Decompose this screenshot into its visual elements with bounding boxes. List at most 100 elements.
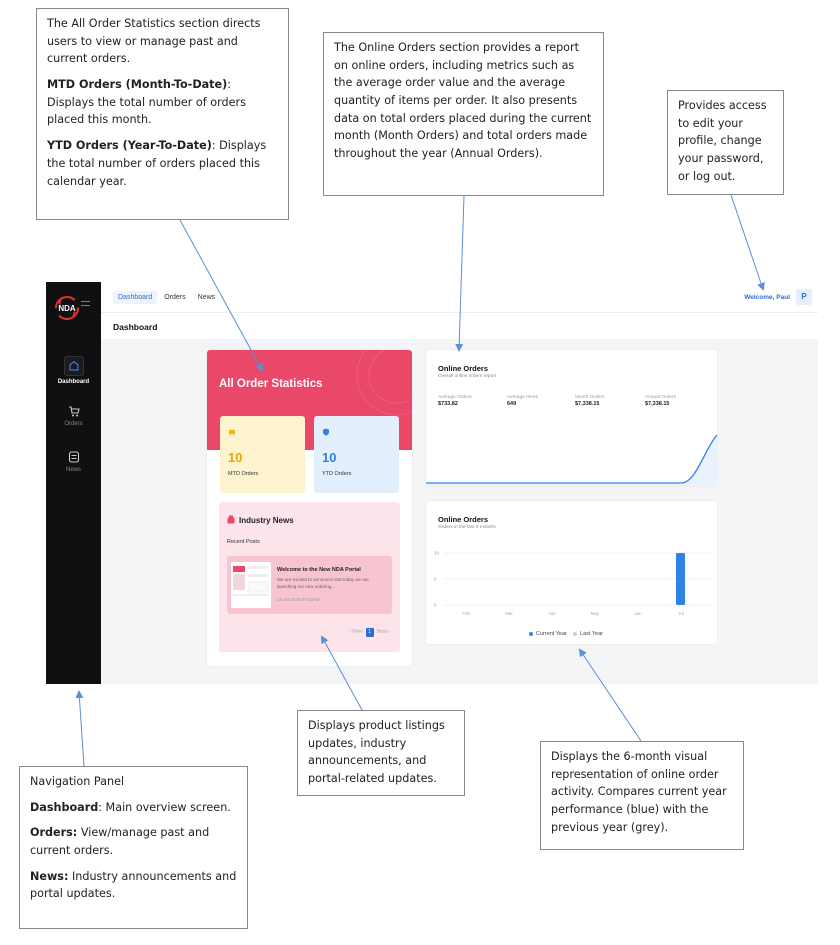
legend-dot (573, 631, 578, 636)
callout-text: View/manage past and current orders. (30, 826, 210, 858)
sidebar-item-label: News (65, 467, 81, 473)
ytd-orders-card[interactable]: 10 YTD Orders (314, 416, 399, 493)
y-tick-label: 10 (434, 551, 440, 556)
industry-news-panel: Industry News Recent Posts Welcome to th… (219, 502, 400, 652)
ytd-orders-label: YTD Orders (322, 471, 352, 477)
metric-value: 649 (507, 401, 517, 407)
sidebar-item-orders[interactable]: Orders (46, 404, 101, 427)
legend-dot (529, 631, 533, 636)
recent-posts-label: Recent Posts (227, 539, 260, 545)
callout-text: Displays the 6-month visual representati… (551, 750, 727, 834)
metric-value: $733.82 (438, 401, 458, 407)
metric-label: Average Orders (438, 395, 472, 400)
metric-value: $7,338.15 (645, 401, 670, 407)
post-thumbnail (231, 562, 271, 608)
callout-text: Provides access to edit your profile, ch… (678, 99, 767, 183)
sidebar-item-dashboard[interactable]: Dashboard (46, 356, 101, 385)
online-orders-title: Online Orders (438, 364, 489, 373)
welcome-menu[interactable]: Welcome, Paul (744, 294, 790, 301)
legend-label: Last Year (580, 631, 603, 637)
metric-value: $7,338.15 (575, 401, 600, 407)
legend-item-current-year[interactable]: Current Year (529, 631, 567, 637)
tab-news[interactable]: News (197, 294, 216, 301)
mtd-orders-card[interactable]: 10 MTD Orders (220, 416, 305, 493)
x-tick-label: Jun (634, 611, 642, 616)
chart-subtitle: Orders in the last 6 months (438, 525, 496, 530)
cart-icon (68, 406, 80, 417)
logo-tagline: ▬▬▬▬▬▬ (81, 299, 90, 307)
legend-item-last-year[interactable]: Last Year (573, 631, 603, 637)
callout-text: : Displays the total number of orders pl… (47, 139, 267, 188)
legend-label: Current Year (536, 631, 567, 637)
page-1-button[interactable]: 1 (365, 628, 374, 637)
top-bar: Dashboard Orders News Welcome, Paul P (101, 282, 818, 313)
x-tick-label: Mar (505, 611, 513, 616)
callout-news: Displays product listings updates, indus… (297, 710, 465, 796)
callout-text: The Online Orders section provides a rep… (334, 41, 592, 161)
next-page-link[interactable]: Next › (376, 629, 390, 635)
app-window: NDA ▬▬▬▬▬▬ Dashboard Orders News Dashboa… (46, 282, 818, 684)
shield-icon (323, 428, 329, 436)
home-icon (63, 356, 84, 376)
chart-title: Online Orders (438, 515, 489, 524)
mtd-orders-label: MTD Orders (228, 471, 259, 477)
callout-term: YTD Orders (Year-To-Date) (47, 139, 212, 153)
page-header: Dashboard (101, 313, 818, 339)
avatar[interactable]: P (796, 289, 812, 305)
stats-header-decoration (356, 350, 412, 416)
page-title: Dashboard (113, 322, 158, 332)
prev-page-link[interactable]: ‹ Prev (349, 629, 363, 635)
callout-navigation: Navigation Panel Dashboard: Main overvie… (19, 766, 248, 929)
cart-icon (229, 430, 235, 436)
logo-text: NDA (58, 304, 76, 313)
post-title: Welcome to the New NDA Portal (277, 567, 361, 573)
metric-label: Annual Orders (645, 395, 676, 400)
chart-legend: Current Year Last Year (529, 631, 603, 637)
x-tick-label: May (591, 611, 600, 616)
industry-news-title: Industry News (239, 516, 294, 525)
nda-logo: NDA (54, 295, 80, 321)
metric-label: Month Orders (575, 395, 605, 400)
sidebar: NDA ▬▬▬▬▬▬ Dashboard Orders News (46, 282, 101, 684)
callout-online-orders: The Online Orders section provides a rep… (323, 32, 604, 196)
bar-current-year-jul[interactable] (676, 553, 685, 605)
metric-average-items: Average Items 649 (507, 395, 538, 407)
sidebar-item-news[interactable]: News (46, 450, 101, 473)
tab-orders[interactable]: Orders (164, 294, 186, 301)
post-date: 23 Jul 2025 07:43AM (277, 597, 320, 602)
stats-title: All Order Statistics (219, 378, 323, 390)
online-orders-report-card: Online Orders Overall online orders repo… (426, 350, 717, 486)
metric-month-orders: Month Orders $7,338.15 (575, 395, 604, 407)
callout-term: News: (30, 869, 69, 883)
metric-average-orders: Average Orders $733.82 (438, 395, 472, 407)
metric-annual-orders: Annual Orders $7,338.15 (645, 395, 676, 407)
callout-all-order-statistics: The All Order Statistics section directs… (36, 8, 289, 220)
online-orders-subtitle: Overall online orders report (438, 374, 497, 379)
callout-chart: Displays the 6-month visual representati… (540, 741, 744, 850)
sidebar-item-label: Orders (64, 421, 83, 427)
sparkline (426, 434, 717, 486)
tab-dashboard[interactable]: Dashboard (113, 291, 158, 304)
news-icon (68, 451, 79, 463)
mtd-orders-value: 10 (228, 450, 243, 465)
top-tabs: Dashboard Orders News (113, 291, 222, 304)
all-order-statistics-card: All Order Statistics 10 MTD Orders 10 YT… (207, 350, 412, 666)
callout-term: Orders: (30, 826, 78, 840)
callout-profile: Provides access to edit your profile, ch… (667, 90, 784, 195)
ytd-orders-value: 10 (322, 450, 337, 465)
y-tick-label: 0 (434, 603, 437, 608)
news-icon (227, 515, 235, 524)
x-tick-label: Jul (678, 611, 684, 616)
callout-text: : Main overview screen. (98, 800, 231, 814)
callout-title: Navigation Panel (30, 775, 125, 788)
callout-text: Displays product listings updates, indus… (308, 719, 445, 786)
news-post[interactable]: Welcome to the New NDA Portal We are exc… (227, 556, 392, 614)
post-excerpt: We are excited to announce that today we… (277, 577, 369, 589)
x-tick-label: Apr (548, 611, 556, 616)
x-tick-label: Feb (462, 611, 470, 616)
y-tick-label: 5 (434, 577, 437, 582)
callout-term: MTD Orders (Month-To-Date) (47, 78, 228, 92)
sidebar-item-label: Dashboard (57, 379, 90, 385)
callout-term: Dashboard (30, 800, 99, 814)
